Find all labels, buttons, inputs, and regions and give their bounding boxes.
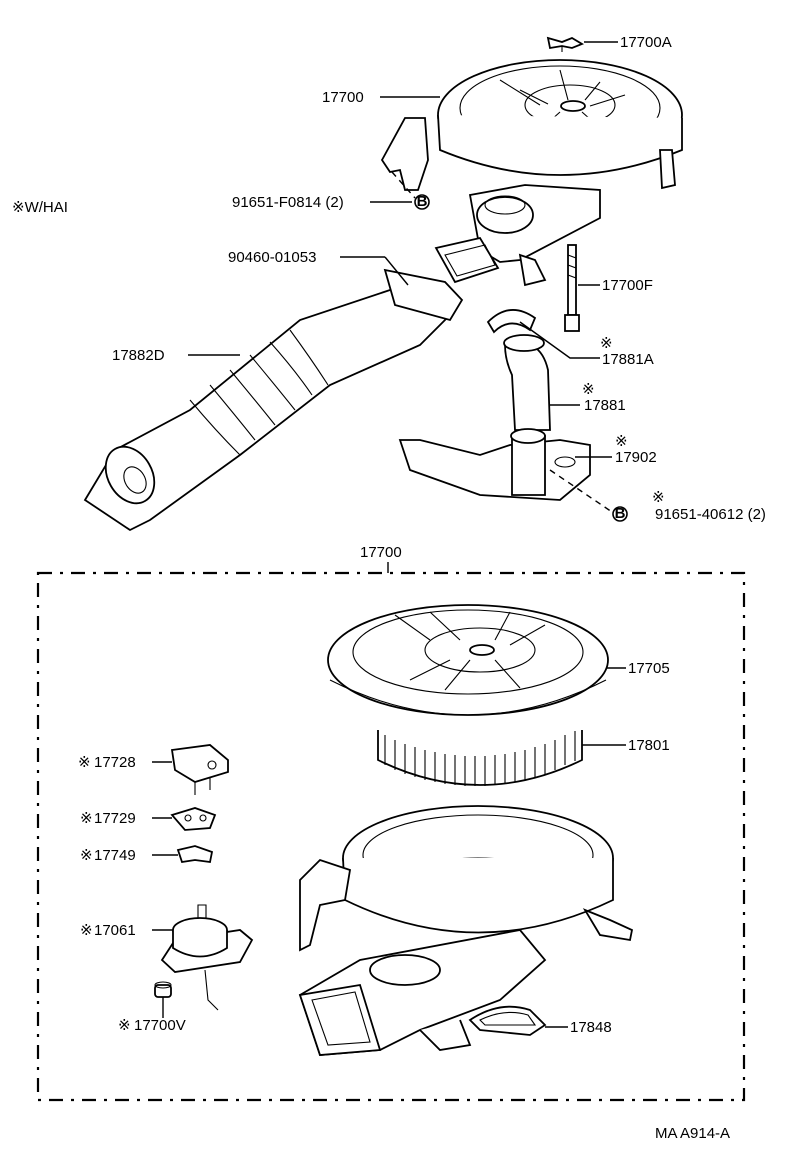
b-marker: B [417,193,428,210]
label-17700A: 17700A [620,34,672,51]
air-cleaner-cover-part [327,604,609,716]
exploded-view-frame [36,571,746,1102]
cap-17700V-part [154,981,172,998]
label-17902: 17902 [615,449,657,466]
filter-element-part [377,730,583,786]
label-90460-01053: 90460-01053 [228,249,316,266]
asterisk-17700V: ※ [118,1017,131,1034]
asterisk-17749: ※ [80,847,93,864]
sensor-17061-part [160,904,254,1011]
b-marker-2: B [615,505,626,522]
label-17882D: 17882D [112,347,165,364]
label-91651-F0814: 91651-F0814 (2) [232,194,344,211]
vacuum-hose-part [503,334,551,431]
air-intake-hose-part [83,268,464,532]
label-17700F: 17700F [602,277,653,294]
label-17729: 17729 [94,810,136,827]
label-17700-box: 17700 [360,544,402,561]
gasket-part [468,1005,547,1036]
diagram-code: MA A914-A [655,1125,730,1142]
label-17801: 17801 [628,737,670,754]
asterisk-17061: ※ [80,922,93,939]
label-17700V: 17700V [134,1017,186,1034]
air-cleaner-housing-part [298,805,634,1056]
stud-bolt-part [564,244,580,332]
label-17881: 17881 [584,397,626,414]
asterisk-17728: ※ [78,754,91,771]
clip-17749-part [176,845,214,864]
label-17848: 17848 [570,1019,612,1036]
gasket-17729-part [170,807,217,831]
valve-17728-part [170,744,229,795]
asterisk-17881A: ※ [600,335,613,352]
label-17881A: 17881A [602,351,654,368]
wing-nut-part [546,36,585,52]
label-17700-top: 17700 [322,89,364,106]
label-91651-40612: 91651-40612 (2) [655,506,766,523]
hose-clip-part [486,309,537,334]
label-17728: 17728 [94,754,136,771]
label-17061: 17061 [94,922,136,939]
air-cleaner-assembly-top [380,59,683,287]
asterisk-17902: ※ [615,433,628,450]
label-17749: 17749 [94,847,136,864]
bracket-part [398,428,591,501]
label-17705: 17705 [628,660,670,677]
asterisk-17729: ※ [80,810,93,827]
asterisk-91651-40612: ※ [652,489,665,506]
hai-note: ※W/HAI [12,199,68,216]
asterisk-17881: ※ [582,381,595,398]
